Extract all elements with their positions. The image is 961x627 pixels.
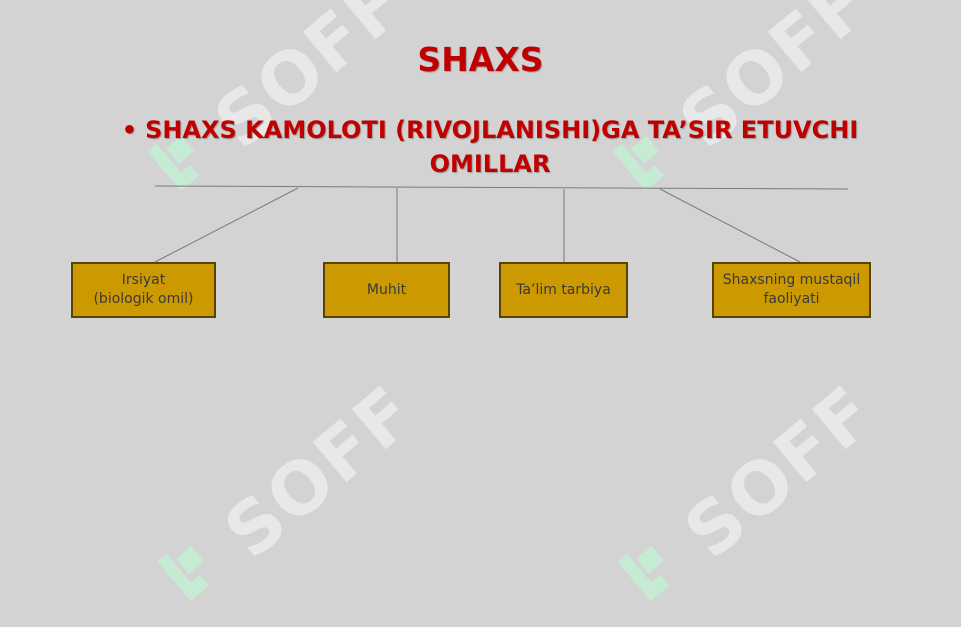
factor-label-line1: Shaxsning mustaqil [722, 272, 861, 288]
main-horizontal-line [154, 185, 849, 190]
slide-title: SHAXS [417, 40, 544, 79]
watermark-logo-icon [617, 545, 670, 602]
factor-box-irsiyat: Irsiyat (biologik omil) [71, 262, 216, 318]
slide: SOFF SOFF SOFF SOFF SHAXS •SHAXS KAMOLOT… [71, 0, 891, 602]
slide-subtitle: •SHAXS KAMOLOTI (RIVOJLANISHI)GA TA’SIR … [110, 113, 870, 181]
factor-box-talim-tarbiya: Ta’lim tarbiya [499, 262, 628, 318]
factor-label: Muhit [366, 281, 407, 298]
connector-irsiyat [154, 187, 299, 263]
factor-box-muhit: Muhit [323, 262, 450, 318]
subtitle-line-1: •SHAXS KAMOLOTI (RIVOJLANISHI)GA TA’SIR … [110, 113, 870, 147]
subtitle-text-1: SHAXS KAMOLOTI (RIVOJLANISHI)GA TA’SIR E… [145, 116, 859, 144]
connector-faoliyat [659, 188, 801, 263]
watermark-logo-icon [157, 545, 210, 602]
subtitle-text-2: OMILLAR [429, 150, 551, 178]
factor-label: Ta’lim tarbiya [516, 281, 611, 298]
connector-lines [154, 185, 849, 263]
factor-label-line2: (biologik omil) [93, 291, 194, 307]
factor-label-line2: faoliyati [763, 291, 820, 307]
factor-label-line1: Irsiyat [121, 272, 166, 288]
bullet-icon: • [121, 116, 138, 144]
factor-box-mustaqil-faoliyat: Shaxsning mustaqil faoliyati [712, 262, 871, 318]
